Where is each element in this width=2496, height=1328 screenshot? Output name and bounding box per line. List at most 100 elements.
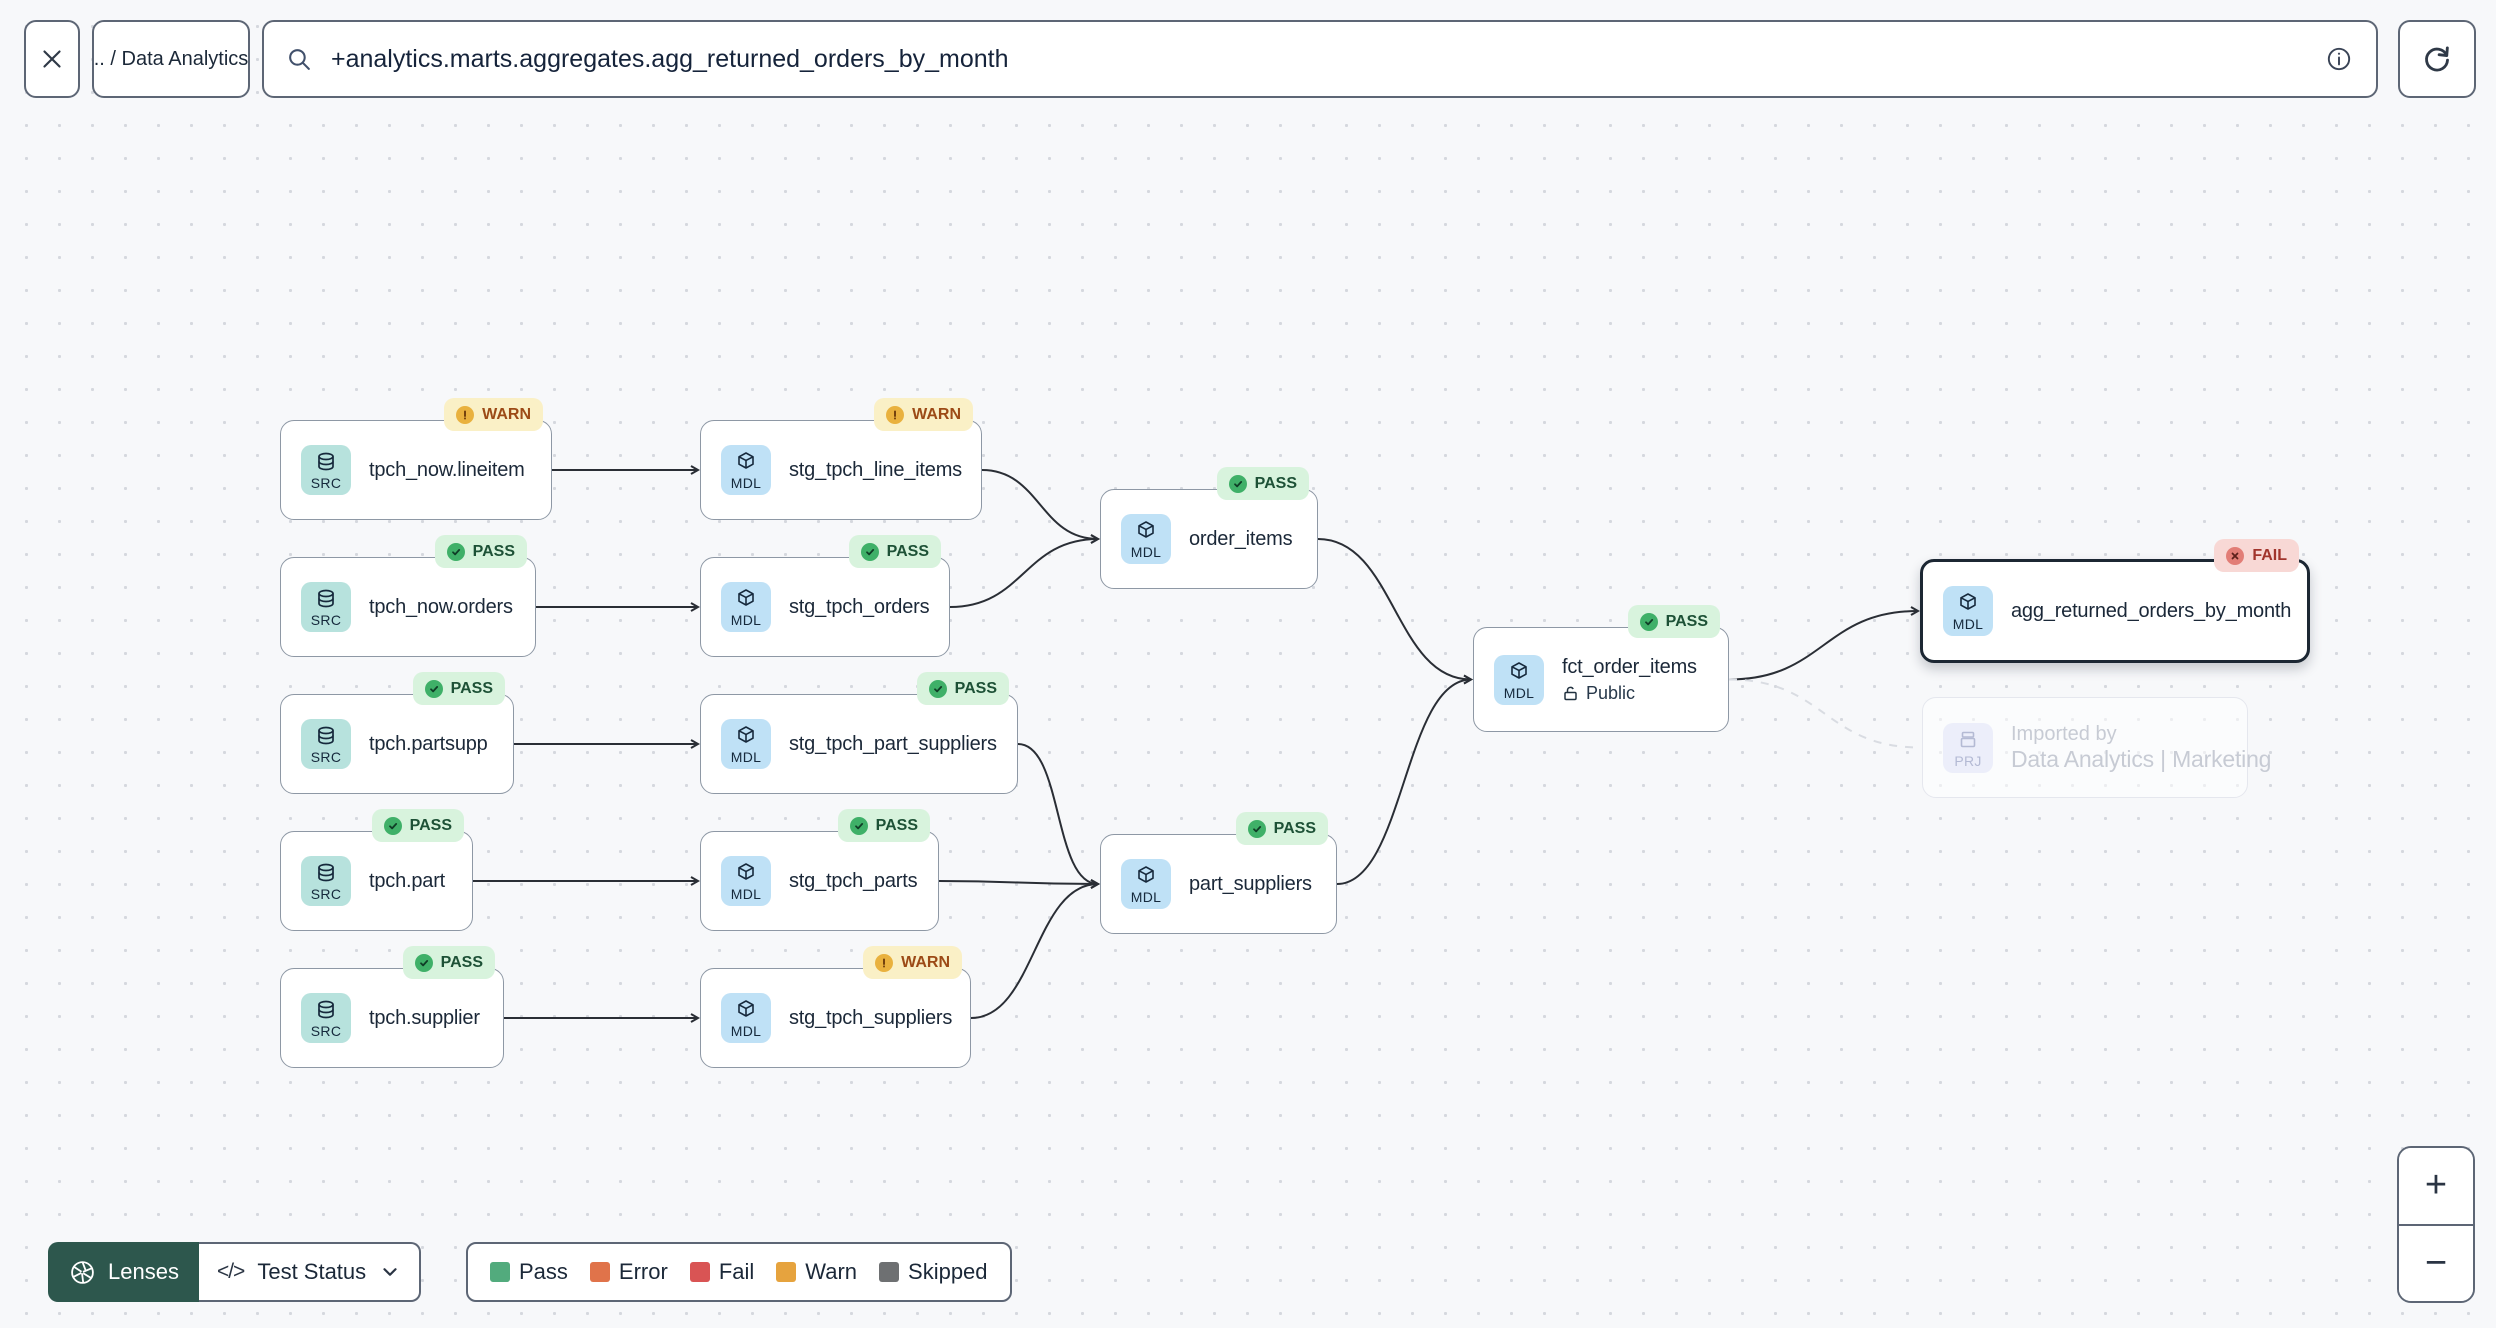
edge xyxy=(970,879,1101,1019)
edge xyxy=(981,469,1101,544)
node-label: stg_tpch_suppliers xyxy=(789,1006,953,1029)
node-label: tpch.partsupp xyxy=(369,732,488,755)
chevron-down-icon xyxy=(379,1261,401,1283)
node-label: tpch_now.lineitem xyxy=(369,458,525,481)
legend-swatch xyxy=(776,1262,797,1282)
node-type-tile: MDL xyxy=(1943,586,1993,636)
search-icon xyxy=(286,46,313,73)
check-icon xyxy=(928,679,947,698)
test-status-label: PASS xyxy=(450,679,493,697)
lenses-label: Lenses xyxy=(108,1259,179,1284)
lens-selected-label: Test Status xyxy=(257,1259,367,1284)
legend-item-error: Error xyxy=(589,1259,668,1285)
model-icon xyxy=(1134,864,1158,888)
zoom-out-button[interactable]: − xyxy=(2399,1223,2473,1301)
zoom-in-button[interactable]: + xyxy=(2399,1148,2473,1224)
lenses-control: Lenses </> Test Status xyxy=(48,1242,422,1302)
search-bar[interactable] xyxy=(262,20,2378,98)
edge xyxy=(1336,674,1474,885)
refresh-icon xyxy=(2419,41,2455,77)
node-type-label: MDL xyxy=(730,612,762,628)
test-status-label: PASS xyxy=(1254,474,1297,492)
test-status-badge: PASS xyxy=(371,809,464,842)
legend-item-pass: Pass xyxy=(490,1259,568,1285)
test-status-label: PASS xyxy=(1665,612,1708,630)
node-type-tile: MDL xyxy=(721,582,771,632)
close-button[interactable] xyxy=(24,20,80,98)
check-icon xyxy=(383,816,402,835)
legend-label: Pass xyxy=(519,1259,568,1284)
lenses-button[interactable]: Lenses xyxy=(48,1242,199,1302)
test-status-badge: PASS xyxy=(1235,812,1328,845)
fail-icon xyxy=(2226,546,2245,565)
legend-swatch xyxy=(879,1262,900,1282)
node-label: stg_tpch_part_suppliers xyxy=(789,732,997,755)
edge xyxy=(1017,743,1101,889)
breadcrumb[interactable]: .. / Data Analytics xyxy=(92,20,250,98)
node-type-tile: MDL xyxy=(721,993,771,1043)
node-type-label: MDL xyxy=(1130,544,1162,560)
node-access-label: Public xyxy=(1586,682,1636,703)
legend-swatch xyxy=(589,1262,610,1282)
test-status-badge: FAIL xyxy=(2214,539,2299,572)
node-type-label: MDL xyxy=(730,1023,762,1039)
check-icon xyxy=(424,679,443,698)
warning-icon xyxy=(886,405,905,424)
info-icon[interactable] xyxy=(2324,44,2354,74)
check-icon xyxy=(849,816,868,835)
test-status-badge: PASS xyxy=(1627,605,1720,638)
node-type-label: MDL xyxy=(730,475,762,491)
breadcrumb-label: .. / Data Analytics xyxy=(93,47,249,70)
test-status-badge: PASS xyxy=(916,672,1009,705)
search-input[interactable] xyxy=(329,43,2308,75)
lens-selector[interactable]: </> Test Status xyxy=(198,1242,422,1302)
node-label: fct_order_items xyxy=(1562,655,1697,678)
legend-item-skipped: Skipped xyxy=(879,1259,988,1285)
warning-icon xyxy=(456,405,475,424)
node-type-label: PRJ xyxy=(1954,752,1982,769)
check-icon xyxy=(1247,819,1266,838)
test-status-label: PASS xyxy=(472,542,515,560)
test-status-label: WARN xyxy=(912,405,961,423)
test-status-label: WARN xyxy=(901,953,950,971)
node-tpch_now_lineitem[interactable]: SRC tpch_now.lineitem WARN xyxy=(280,398,552,520)
node-type-label: SRC xyxy=(310,612,342,628)
edge xyxy=(1728,606,1921,681)
refresh-button[interactable] xyxy=(2398,20,2476,98)
legend-label: Warn xyxy=(805,1259,858,1284)
edge xyxy=(1317,538,1474,685)
node-stg_tpch_suppliers[interactable]: MDL stg_tpch_suppliers WARN xyxy=(700,946,971,1068)
lock-open-icon xyxy=(1562,685,1579,702)
test-status-badge: PASS xyxy=(1216,467,1309,500)
node-type-tile: SRC xyxy=(301,582,351,632)
node-type-label: SRC xyxy=(310,1023,342,1039)
model-icon xyxy=(734,587,758,611)
test-status-badge: PASS xyxy=(412,672,505,705)
node-agg_returned_orders_by_month[interactable]: MDL agg_returned_orders_by_month FAIL xyxy=(1920,539,2310,663)
database-icon xyxy=(314,450,338,474)
check-icon xyxy=(414,953,433,972)
test-status-label: PASS xyxy=(409,816,452,834)
database-icon xyxy=(314,998,338,1022)
test-status-label: PASS xyxy=(440,953,483,971)
model-icon xyxy=(734,998,758,1022)
node-type-label: SRC xyxy=(310,475,342,491)
test-status-badge: WARN xyxy=(444,398,543,431)
close-icon xyxy=(38,45,66,73)
node-label: agg_returned_orders_by_month xyxy=(2011,599,2292,622)
code-icon: </> xyxy=(216,1260,245,1283)
test-status-badge: PASS xyxy=(837,809,930,842)
model-icon xyxy=(734,861,758,885)
